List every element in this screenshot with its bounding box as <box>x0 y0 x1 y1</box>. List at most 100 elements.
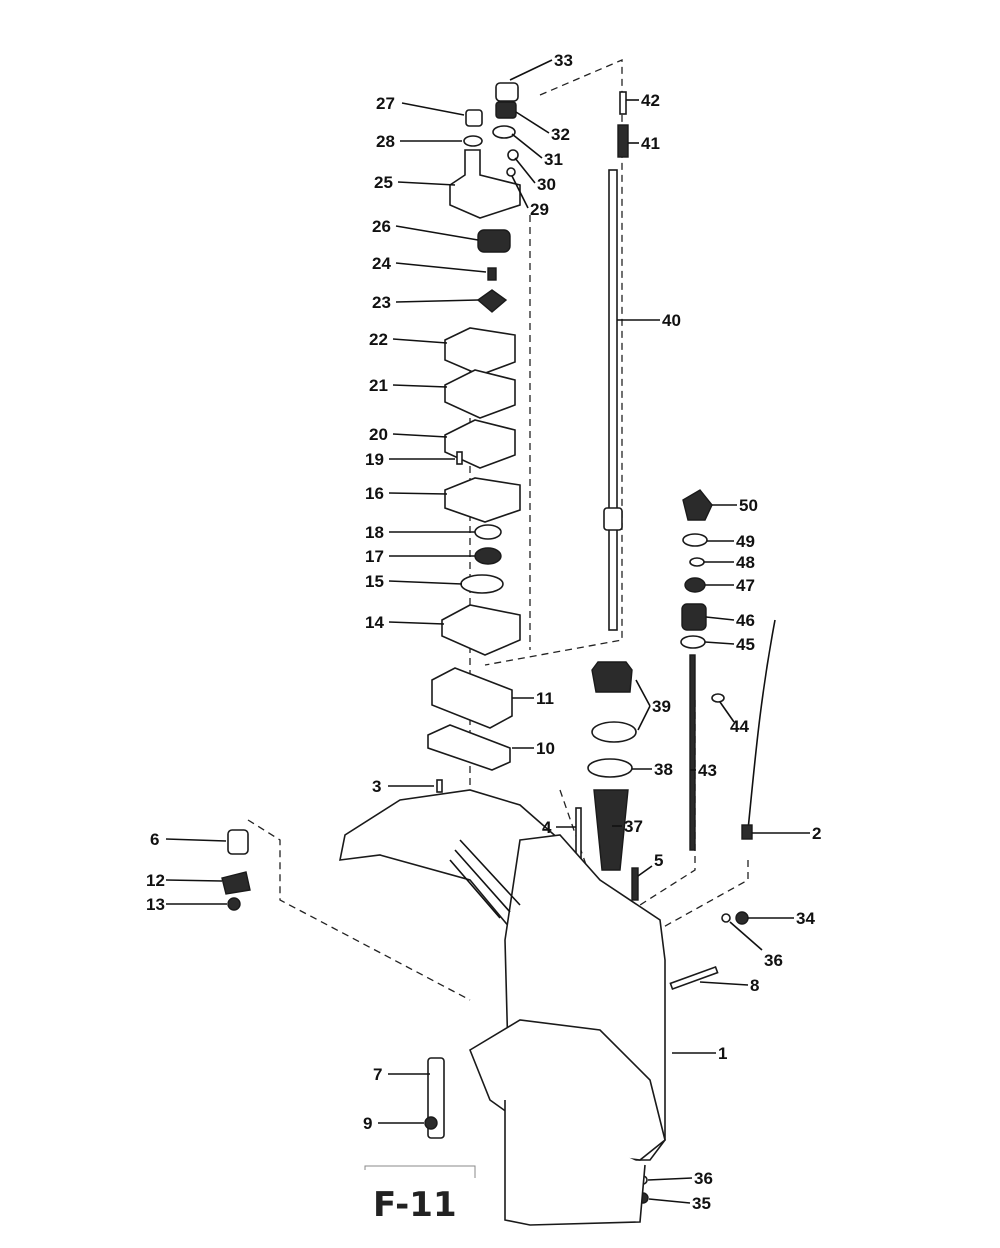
callout-40: 40 <box>662 311 681 330</box>
callout-15: 15 <box>365 572 384 591</box>
callout-4: 4 <box>542 818 552 837</box>
callout-39: 39 <box>652 697 671 716</box>
callout-10: 10 <box>536 739 555 758</box>
callout-21: 21 <box>369 376 388 395</box>
part-18 <box>474 524 502 540</box>
callout-46: 46 <box>736 611 755 630</box>
part-48 <box>689 557 705 567</box>
callout-48: 48 <box>736 553 755 572</box>
callout-29: 29 <box>530 200 549 219</box>
part-15 <box>460 574 504 594</box>
part-41 <box>617 124 629 158</box>
callout-49: 49 <box>736 532 755 551</box>
callout-50: 50 <box>739 496 758 515</box>
callout-38: 38 <box>654 760 673 779</box>
leader-lines <box>165 59 810 1204</box>
callout-2: 2 <box>812 824 821 843</box>
part-50 <box>682 489 713 521</box>
part-13 <box>227 897 241 911</box>
callout-12: 12 <box>146 871 165 890</box>
part-30 <box>507 149 519 161</box>
part-14 <box>441 604 521 656</box>
part-17 <box>474 547 502 565</box>
part-11 <box>431 667 513 729</box>
callout-8: 8 <box>750 976 759 995</box>
water-pump-stack <box>427 82 521 771</box>
callout-30: 30 <box>537 175 556 194</box>
part-29 <box>506 167 516 177</box>
callout-14: 14 <box>365 613 384 632</box>
part-33 <box>495 82 519 102</box>
part-6 <box>227 829 249 855</box>
part-38 <box>587 758 633 778</box>
part-8 <box>669 965 719 991</box>
callout-36-lower: 36 <box>694 1169 713 1188</box>
callout-23: 23 <box>372 293 391 312</box>
part-25 <box>449 149 521 219</box>
part-19 <box>456 451 463 465</box>
callout-41: 41 <box>641 134 660 153</box>
part-49 <box>682 533 708 547</box>
part-40-collar <box>603 507 623 531</box>
housing-fin-3 <box>449 859 501 919</box>
part-43 <box>689 654 696 851</box>
part-23 <box>476 289 508 313</box>
callout-31: 31 <box>544 150 563 169</box>
callout-32: 32 <box>551 125 570 144</box>
callout-28: 28 <box>376 132 395 151</box>
part-16 <box>444 477 521 523</box>
callout-6: 6 <box>150 830 159 849</box>
callout-5: 5 <box>654 851 663 870</box>
callout-22: 22 <box>369 330 388 349</box>
callout-27: 27 <box>376 94 395 113</box>
part-44 <box>711 693 725 703</box>
part-32 <box>495 101 517 119</box>
callout-20: 20 <box>369 425 388 444</box>
figure-label-tab <box>364 1165 476 1178</box>
part-27 <box>465 109 483 127</box>
housing-skeg <box>504 1100 646 1226</box>
part-24 <box>487 267 497 281</box>
callout-17: 17 <box>365 547 384 566</box>
shift-linkage-group <box>680 489 776 851</box>
callout-36-upper: 36 <box>764 951 783 970</box>
callout-33: 33 <box>554 51 573 70</box>
part-21 <box>444 369 516 419</box>
part-39-cup <box>591 721 637 743</box>
part-20 <box>444 419 516 469</box>
callout-34: 34 <box>796 909 815 928</box>
part-40 <box>608 169 618 631</box>
housing-fin-1 <box>459 839 521 906</box>
part-2-cable <box>747 619 776 831</box>
part-3 <box>436 779 443 793</box>
callout-25: 25 <box>374 173 393 192</box>
part-9 <box>424 1116 438 1130</box>
part-36-upper <box>721 913 731 923</box>
part-42 <box>619 91 627 115</box>
callout-13: 13 <box>146 895 165 914</box>
figure-label-group: F-11 <box>364 1165 476 1225</box>
part-46 <box>681 603 707 631</box>
callout-24: 24 <box>372 254 391 273</box>
part-10 <box>427 724 511 771</box>
part-28 <box>463 135 483 147</box>
callout-42: 42 <box>641 91 660 110</box>
callout-45: 45 <box>736 635 755 654</box>
callout-16: 16 <box>365 484 384 503</box>
part-26 <box>477 229 511 253</box>
callout-44: 44 <box>730 717 749 736</box>
callout-19: 19 <box>365 450 384 469</box>
part-39-bearing <box>591 661 633 693</box>
figure-label: F-11 <box>373 1185 457 1225</box>
part-12 <box>221 871 251 895</box>
callout-43: 43 <box>698 761 717 780</box>
part-34 <box>735 911 749 925</box>
part-31 <box>492 125 516 139</box>
callout-26: 26 <box>372 217 391 236</box>
callout-18: 18 <box>365 523 384 542</box>
callout-35: 35 <box>692 1194 711 1213</box>
housing-fin-2 <box>454 849 511 913</box>
callout-1: 1 <box>718 1044 727 1063</box>
callout-9: 9 <box>363 1114 372 1133</box>
